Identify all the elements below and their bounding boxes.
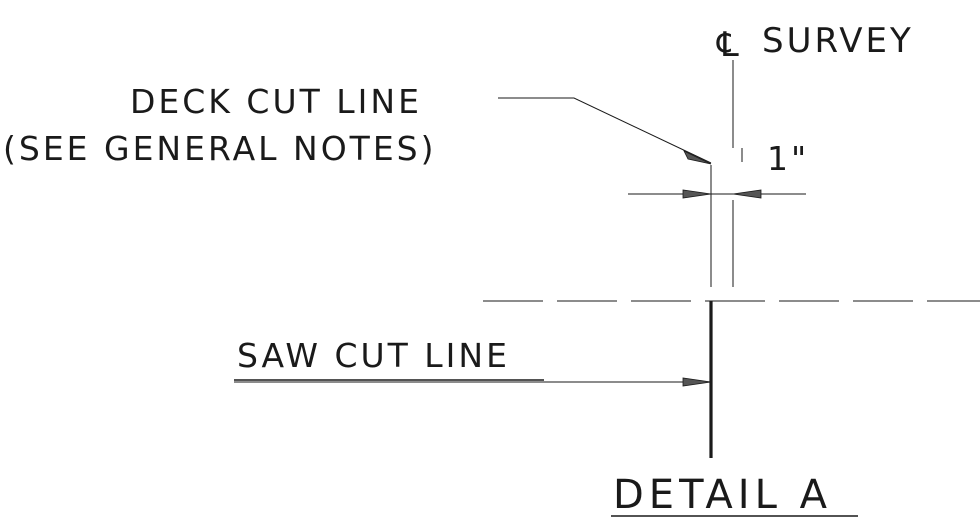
detail-title: DETAIL A xyxy=(613,472,832,518)
dimension-arrow-right xyxy=(732,189,762,199)
saw-cut-leader-arrow xyxy=(682,377,712,387)
centerline-symbol: ℄ xyxy=(716,25,742,65)
deck-cut-line-label: DECK CUT LINE xyxy=(130,82,422,121)
saw-cut-line-label: SAW CUT LINE xyxy=(237,336,510,375)
deck-cut-note-label: (SEE GENERAL NOTES) xyxy=(3,129,437,168)
dimension-arrow-left xyxy=(682,189,712,199)
centerline-survey-label: SURVEY xyxy=(762,21,914,61)
dimension-label: 1" xyxy=(767,139,809,178)
deck-cut-leader-arrow xyxy=(683,150,712,165)
deck-cut-leader xyxy=(498,97,712,164)
